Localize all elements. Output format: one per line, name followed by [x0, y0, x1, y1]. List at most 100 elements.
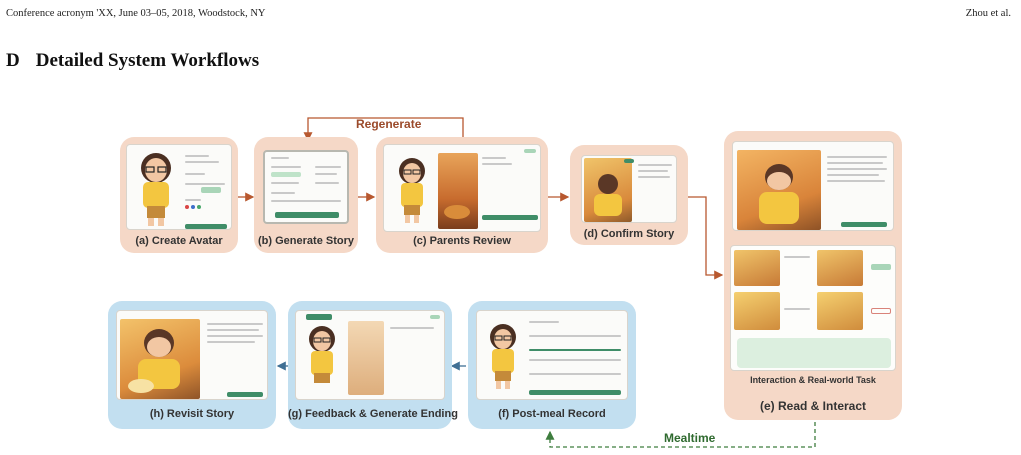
form-line	[271, 192, 295, 194]
arrow-regenerate	[303, 117, 464, 142]
form-line	[185, 155, 209, 157]
text-line	[482, 157, 506, 159]
form-line	[315, 166, 341, 168]
text-line	[827, 180, 885, 182]
form-line	[185, 161, 219, 163]
screen-create-avatar	[126, 144, 232, 230]
text-line	[638, 176, 670, 178]
form-line	[271, 157, 289, 159]
story-illustration	[737, 150, 821, 230]
label-post-meal-record: (f) Post-meal Record	[498, 408, 606, 420]
form-line	[271, 182, 299, 184]
arrow-mealtime	[545, 422, 816, 448]
avatar-figure	[490, 324, 516, 389]
text-line	[638, 170, 668, 172]
task-frame-3	[734, 292, 780, 330]
form-line	[271, 200, 341, 202]
task-frame-2	[817, 250, 863, 286]
arrow-d-to-e	[688, 196, 724, 280]
panel-post-meal-record: (f) Post-meal Record	[468, 301, 636, 429]
text-line	[827, 174, 879, 176]
feedback-badge	[306, 314, 332, 320]
form-line	[185, 183, 225, 185]
task-frame-1	[734, 250, 780, 286]
label-interaction-task: Interaction & Real-world Task	[750, 375, 876, 385]
next-button	[841, 222, 887, 227]
ending-illustration	[348, 321, 384, 395]
label-parents-review: (c) Parents Review	[413, 235, 511, 247]
task-choice	[871, 308, 891, 314]
label-generate-story: (b) Generate Story	[258, 235, 354, 247]
story-illustration	[438, 153, 478, 229]
label-confirm-story: (d) Confirm Story	[583, 228, 675, 240]
avatar-figure	[309, 326, 335, 383]
section-number: D	[6, 50, 20, 71]
panel-revisit-story: (h) Revisit Story	[108, 301, 276, 429]
text-line	[207, 323, 263, 325]
screen-confirm-story	[581, 155, 677, 223]
regenerate-label: Regenerate	[356, 117, 422, 131]
text-line	[827, 162, 883, 164]
screen-post-meal-record	[476, 310, 628, 400]
avatar-figure	[399, 158, 425, 223]
task-text-line	[784, 308, 810, 310]
text-line	[207, 329, 259, 331]
hint-box	[737, 338, 891, 368]
task-choice	[871, 264, 891, 270]
story-illustration	[120, 319, 200, 399]
color-swatch	[185, 205, 189, 209]
form-line	[271, 166, 301, 168]
panel-read-interact: Interaction & Real-world Task (e) Read &…	[724, 131, 902, 420]
section-title: Detailed System Workflows	[35, 50, 260, 71]
form-line	[529, 321, 559, 323]
option-chip	[271, 172, 301, 177]
color-swatch	[197, 205, 201, 209]
next-button	[227, 392, 263, 397]
running-head-right: Zhou et al.	[965, 8, 1011, 19]
avatar-figure	[141, 153, 171, 226]
screen-generate-story	[263, 150, 349, 224]
screen-feedback-ending	[295, 310, 445, 400]
story-illustration	[584, 158, 632, 222]
option-chip	[201, 187, 221, 193]
screen-parents-review	[383, 144, 541, 232]
panel-generate-story: (b) Generate Story	[254, 137, 358, 253]
status-badge	[524, 149, 536, 153]
label-revisit-story: (h) Revisit Story	[149, 408, 235, 420]
panel-parents-review: (c) Parents Review	[376, 137, 548, 253]
label-create-avatar: (a) Create Avatar	[135, 235, 223, 247]
create-button	[185, 224, 227, 229]
form-line	[315, 182, 339, 184]
label-feedback-ending: (g) Feedback & Generate Ending	[288, 408, 458, 420]
running-head-left: Conference acronym 'XX, June 03–05, 2018…	[6, 8, 266, 19]
text-line	[827, 168, 887, 170]
text-line	[207, 341, 255, 343]
generate-button	[275, 212, 339, 218]
text-line	[482, 163, 512, 165]
form-line	[529, 335, 621, 337]
form-line	[315, 173, 337, 175]
text-line	[390, 327, 434, 329]
screen-revisit-story	[116, 310, 268, 400]
submit-button	[529, 390, 621, 395]
text-line	[638, 164, 672, 166]
form-line	[529, 359, 621, 361]
screen-interaction-task	[730, 245, 896, 371]
panel-confirm-story: (d) Confirm Story	[570, 145, 688, 245]
label-read-interact: (e) Read & Interact	[759, 399, 867, 413]
confirm-button	[482, 215, 538, 220]
form-line	[529, 373, 621, 375]
slider-track	[529, 349, 621, 351]
form-line	[185, 173, 205, 175]
panel-create-avatar: (a) Create Avatar	[120, 137, 238, 253]
text-line	[827, 156, 887, 158]
task-frame-4	[817, 292, 863, 330]
task-text-line	[784, 256, 810, 258]
section-heading: D Detailed System Workflows	[6, 50, 259, 72]
screen-read-story	[732, 141, 894, 231]
mealtime-label: Mealtime	[664, 431, 716, 445]
form-line	[185, 199, 201, 201]
color-swatch	[191, 205, 195, 209]
panel-feedback-ending: (g) Feedback & Generate Ending	[288, 301, 458, 429]
